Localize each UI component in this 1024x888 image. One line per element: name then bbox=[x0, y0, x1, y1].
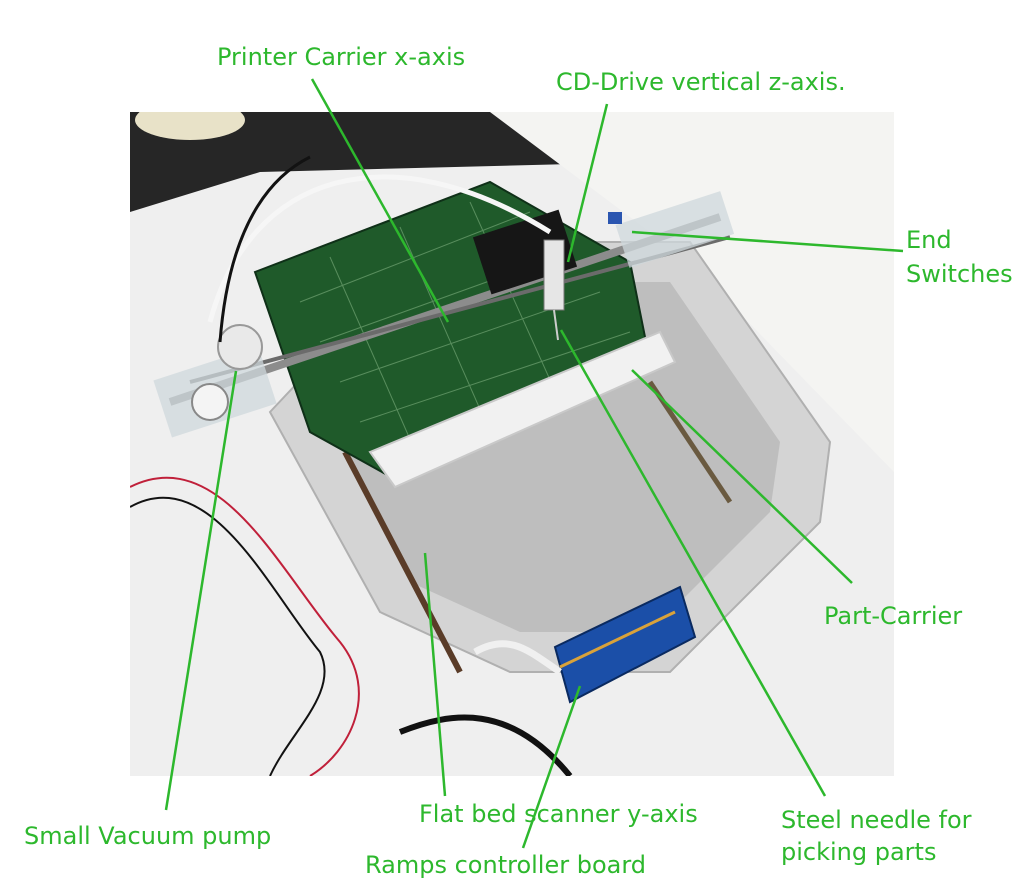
callout-line-end-switches bbox=[631, 230, 904, 253]
steel-needle bbox=[553, 309, 559, 341]
callout-line-printer-carrier bbox=[310, 78, 450, 323]
label-ramps: Ramps controller board bbox=[365, 851, 647, 879]
pump-pulley bbox=[191, 383, 229, 421]
wall bbox=[490, 112, 894, 472]
cable-black bbox=[218, 155, 311, 343]
callout-line-steel-needle bbox=[559, 329, 827, 797]
usb-cable bbox=[398, 714, 573, 776]
component-strip bbox=[368, 330, 677, 489]
label-printer-carrier: Printer Carrier x-axis bbox=[217, 43, 466, 71]
callout-line-flatbed bbox=[423, 552, 447, 797]
board-connectors bbox=[559, 610, 676, 669]
cable-black-2 bbox=[130, 496, 326, 776]
callout-line-part-carrier bbox=[631, 369, 853, 584]
label-steel-needle-line1: Steel needle for bbox=[781, 806, 972, 834]
label-end-switches-line2: Switches bbox=[906, 260, 1013, 288]
machine-photo bbox=[130, 112, 894, 776]
ribbon-wires bbox=[473, 640, 562, 675]
vacuum-pump bbox=[217, 324, 263, 370]
callout-line-ramps bbox=[521, 685, 582, 849]
ramps-controller-board bbox=[553, 585, 697, 704]
callout-line-cd-drive bbox=[566, 103, 609, 263]
label-part-carrier: Part-Carrier bbox=[824, 602, 963, 630]
label-flatbed: Flat bed scanner y-axis bbox=[419, 800, 698, 828]
acrylic-end-plate-right bbox=[615, 191, 735, 268]
label-steel-needle-line2: picking parts bbox=[781, 838, 937, 866]
cable-red bbox=[130, 476, 360, 776]
pick-and-place-machine-illustration bbox=[130, 112, 894, 776]
y-axis-rod bbox=[342, 450, 463, 674]
lamp-glow bbox=[135, 112, 245, 140]
callout-line-vacuum-pump bbox=[164, 370, 238, 811]
label-vacuum-pump: Small Vacuum pump bbox=[24, 822, 272, 850]
end-switch bbox=[608, 212, 622, 224]
label-end-switches-line1: End bbox=[906, 226, 952, 254]
label-cd-drive: CD-Drive vertical z-axis. bbox=[556, 68, 846, 96]
